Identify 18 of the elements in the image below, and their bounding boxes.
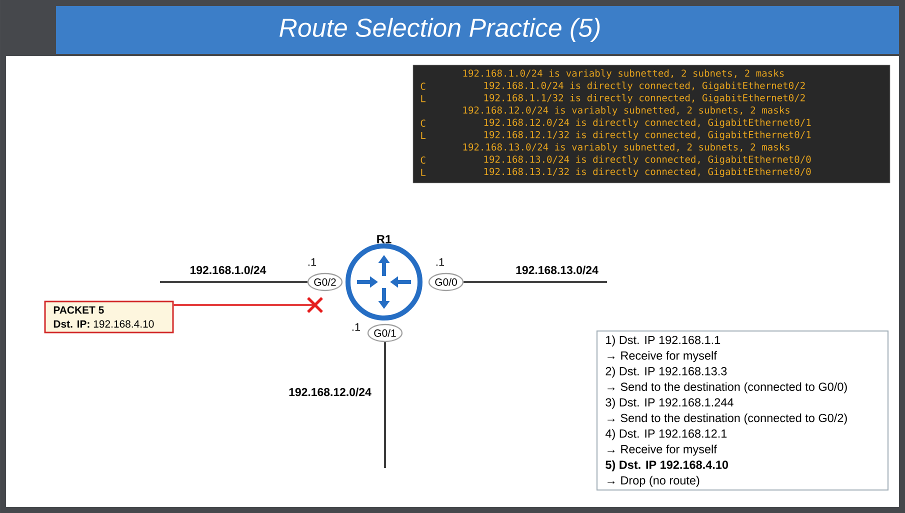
notes-box: 1) Dst. IP 192.168.1.1 → Receive for myself 2) Dst. IP 192.168.13.3 → Send to the destination (connected to G0/0) 3) Dst. IP 192.168.1.244 → Send to the destination (connected to G0/2) 4) Dst. IP 192.168.12.1 → Receive for myself 5) Dst. IP 192.168.4.10 → Drop (no route) xyxy=(596,330,888,490)
edge-label: 192.168.13.0/24 xyxy=(516,266,598,274)
link-line xyxy=(174,304,315,306)
interface-label: G0/0 xyxy=(428,272,464,292)
cross-mark xyxy=(306,296,324,314)
ip-suffix: .1 xyxy=(308,258,316,266)
ip-suffix: .1 xyxy=(436,258,444,266)
link-line xyxy=(464,281,607,283)
edge-label: 192.168.12.0/24 xyxy=(289,388,372,396)
link-line xyxy=(160,281,308,283)
interface-label: G0/2 xyxy=(307,272,343,292)
title-bar: Route Selection Practice (5) xyxy=(56,6,899,54)
terminal-output: 192.168.1.0/24 is variably subnetted, 2 subnets, 2 masks C 192.168.1.0/24 is directly connected, GigabitEthernet0/2 L 192.168.1.1/32 is directly connected, GigabitEthernet0/2 192.168.12.0/24 is variably subnetted, 2 subnets, 2 masks C 192.168.12.0/24 is directly connected, GigabitEthernet0/1 L 192.168.12.1/32 is directly connected, GigabitEthernet0/1 192.168.13.0/24 is variably subnetted, 2 subnets, 2 masks C 192.168.13.0/24 is directly connected, GigabitEthernet0/0 L 192.168.13.1/32 is directly connected, GigabitEthernet0/0 xyxy=(412,64,890,184)
edge-label: 192.168.1.0/24 xyxy=(190,266,266,274)
interface-label: G0/1 xyxy=(367,324,403,342)
link-line xyxy=(384,342,386,468)
ip-suffix: .1 xyxy=(352,323,360,331)
packet-box: PACKET 5 Dst. IP: 192.168.4.10 xyxy=(44,300,174,334)
